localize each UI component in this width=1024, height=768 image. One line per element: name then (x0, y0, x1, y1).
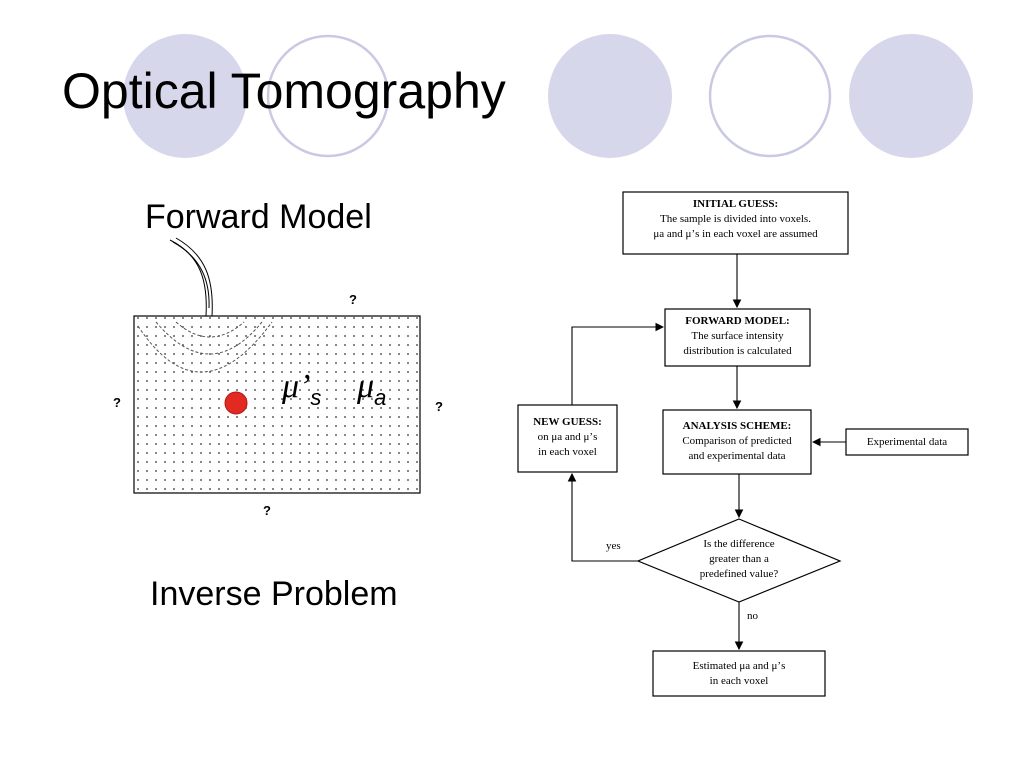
estimated-text: Estimated μa and μ’s in each voxel (653, 659, 825, 689)
photon-wavefront-2 (155, 321, 263, 355)
forward-model-line1: The surface intensity (691, 330, 784, 342)
decor-circle-3 (548, 34, 672, 158)
estimated-line1: Estimated μa and μ’s (692, 660, 786, 672)
decor-circle-4 (708, 34, 832, 158)
decision-text: Is the difference greater than a predefi… (660, 537, 818, 582)
forward-model-label: Forward Model (145, 198, 372, 236)
forward-model-text: FORWARD MODEL: The surface intensity dis… (665, 314, 810, 359)
mu-s-subscript: s (310, 384, 322, 410)
sample-rectangle (133, 315, 421, 494)
decor-circle-1 (123, 34, 247, 158)
initial-guess-line1: The sample is divided into voxels. (660, 213, 811, 225)
forward-model-box (664, 308, 811, 367)
photon-wavefront-1 (175, 321, 245, 338)
experimental-data-text: Experimental data (866, 436, 948, 448)
mu-a-subscript: a (374, 384, 387, 410)
no-label: no (747, 610, 758, 622)
arrow-new-guess-to-forward (571, 322, 665, 405)
estimated-line2: in each voxel (709, 675, 769, 687)
decision-line2: greater than a (709, 553, 769, 565)
decor-circle-2 (266, 34, 390, 158)
initial-guess-text: INITIAL GUESS: The sample is divided int… (623, 197, 848, 242)
mu-a-symbol: μ (357, 368, 375, 405)
unknown-left: ? (113, 395, 121, 410)
mu-a-symbol-group: μa (357, 370, 386, 409)
decision-line1: Is the difference (703, 538, 775, 550)
slide-title: Optical Tomography (62, 63, 506, 119)
estimated-box (652, 650, 826, 697)
initial-guess-line2: μa and μ’s in each voxel are assumed (653, 228, 818, 240)
initial-guess-box (622, 191, 849, 255)
new-guess-line1: on μa and μ’s (537, 431, 598, 443)
forward-model-line2: distribution is calculated (683, 345, 792, 357)
unknown-top: ? (349, 292, 357, 307)
mu-s-symbol: μ’ (282, 368, 311, 405)
experimental-data-box (845, 428, 969, 456)
arrow-decision-to-new-guess (567, 472, 638, 562)
decorative-circles (123, 34, 973, 158)
new-guess-line2: in each voxel (538, 446, 597, 458)
unknown-right: ? (435, 399, 443, 414)
analysis-scheme-line2: and experimental data (688, 450, 786, 462)
new-guess-text: NEW GUESS: on μa and μ’s in each voxel (518, 415, 617, 460)
analysis-scheme-heading: ANALYSIS SCHEME: (682, 420, 792, 432)
forward-model-heading: FORWARD MODEL: (685, 315, 790, 327)
analysis-scheme-box (662, 409, 812, 475)
new-guess-heading: NEW GUESS: (533, 416, 602, 428)
new-guess-box (517, 404, 618, 473)
decor-circle-5 (849, 34, 973, 158)
analysis-scheme-line1: Comparison of predicted (682, 435, 792, 447)
initial-guess-heading: INITIAL GUESS: (692, 198, 779, 210)
decision-line3: predefined value? (699, 568, 779, 580)
inverse-problem-label: Inverse Problem (150, 575, 398, 613)
unknown-bottom: ? (263, 503, 271, 518)
absorbing-inclusion (224, 391, 248, 415)
mu-s-prime-symbol: μ’s (282, 370, 321, 409)
analysis-scheme-text: ANALYSIS SCHEME: Comparison of predicted… (663, 419, 811, 464)
yes-label: yes (606, 540, 621, 552)
photon-wavefront-3 (137, 321, 273, 373)
